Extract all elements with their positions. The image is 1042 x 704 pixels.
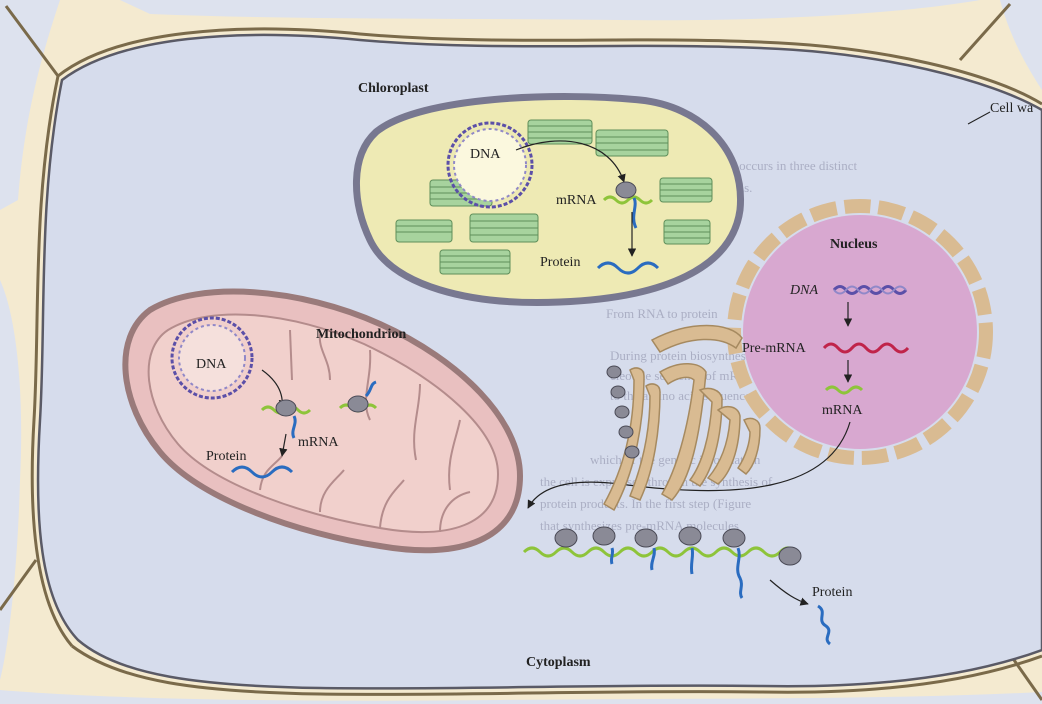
nucleus-dna-label: DNA	[789, 283, 818, 298]
nucleus-title: Nucleus	[830, 237, 878, 252]
svg-text:From RNA to protein: From RNA to protein	[606, 306, 718, 321]
mitochondrion-mrna-label: mRNA	[298, 435, 339, 450]
svg-text:the cell is expressed through: the cell is expressed through the synthe…	[540, 474, 773, 489]
mitochondrion-dna-label: DNA	[196, 357, 227, 372]
chloroplast: DNA mRNA Protein	[356, 97, 740, 303]
chloroplast-title: Chloroplast	[358, 81, 429, 96]
cell-wall-label: Cell wa	[990, 101, 1034, 116]
chloroplast-protein-label: Protein	[540, 255, 580, 270]
mitochondrion-ribosome-1	[276, 400, 296, 416]
svg-text:to the amino acid sequence: to the amino acid sequence	[610, 388, 751, 403]
mitochondrion-protein-label: Protein	[206, 449, 246, 464]
chloroplast-ribosome	[616, 182, 636, 198]
svg-text:protein products. In the first: protein products. In the first step (Fig…	[540, 496, 751, 511]
chloroplast-dna-label: DNA	[470, 147, 501, 162]
mitochondrion-title: Mitochondrion	[316, 327, 406, 342]
nucleus-mrna-label: mRNA	[822, 403, 863, 418]
cytoplasm-title: Cytoplasm	[526, 655, 591, 670]
nucleus-premrna-label: Pre-mRNA	[742, 341, 807, 356]
cytoplasm-protein-label: Protein	[812, 585, 852, 600]
mitochondrion-ribosome-2	[348, 396, 368, 412]
chloroplast-mrna-label: mRNA	[556, 193, 597, 208]
chloroplast-dna-inner	[454, 129, 526, 201]
